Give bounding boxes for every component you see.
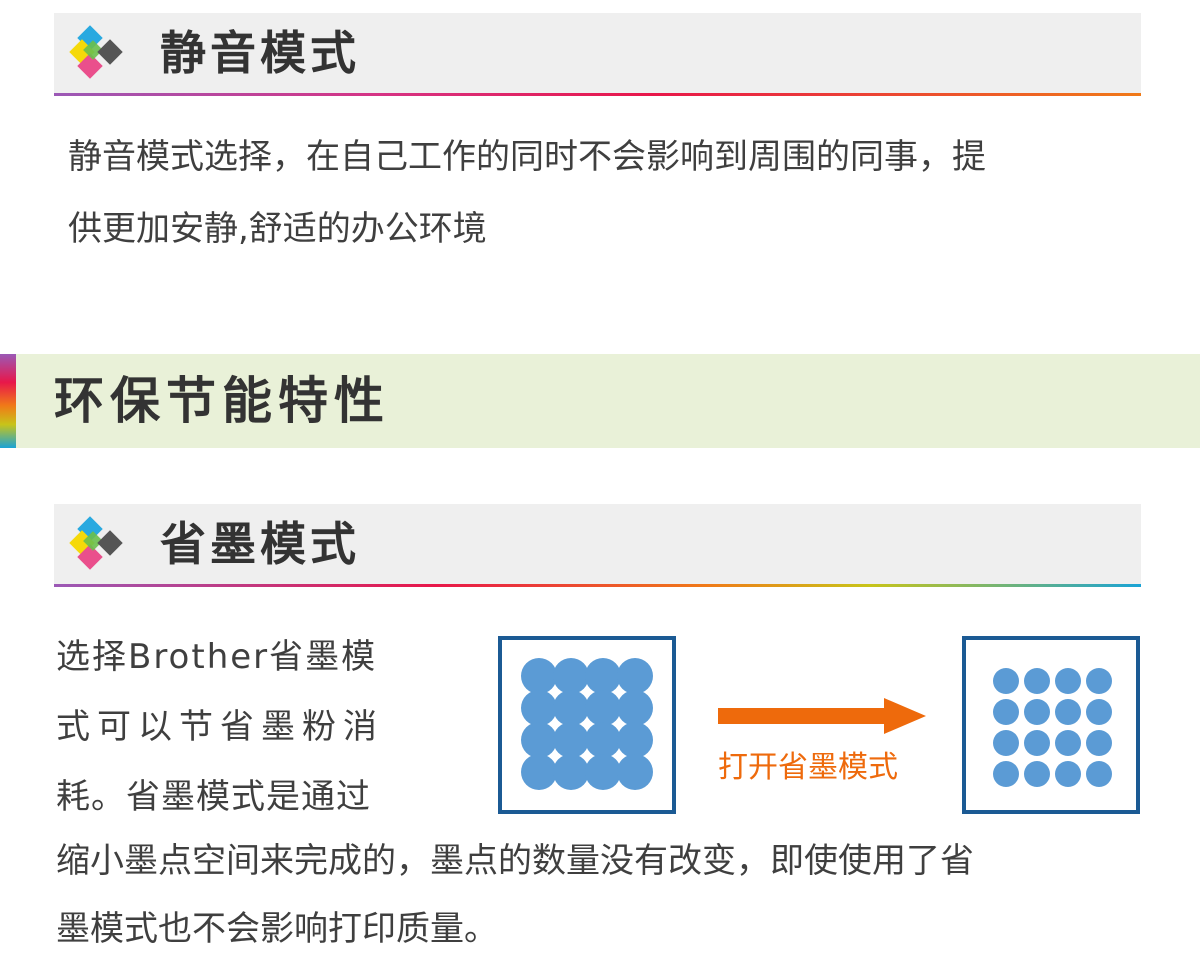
toner-save-header: 省墨模式 <box>54 504 1141 587</box>
color-diamond-logo-icon <box>69 25 123 79</box>
toner-side-line-1: 选择Brother省墨模 <box>56 637 378 677</box>
dot-grid-icon <box>521 658 653 790</box>
toner-save-title: 省墨模式 <box>160 517 360 571</box>
silent-mode-title: 静音模式 <box>160 26 360 80</box>
rainbow-stripe <box>0 354 16 448</box>
dot-grid-after <box>962 636 1140 814</box>
silent-mode-line-1: 静音模式选择，在自己工作的同时不会影响到周围的同事，提 <box>68 137 986 177</box>
gradient-underline <box>54 93 1141 96</box>
right-arrow-icon <box>718 698 926 734</box>
toner-line-2: 墨模式也不会影响打印质量。 <box>56 909 498 949</box>
color-diamond-logo-icon <box>69 516 123 570</box>
dot-grid-icon <box>993 668 1112 787</box>
toner-mode-arrow-label: 打开省墨模式 <box>718 750 898 785</box>
eco-features-band: 环保节能特性 <box>0 354 1200 448</box>
silent-mode-header: 静音模式 <box>54 13 1141 96</box>
eco-features-title: 环保节能特性 <box>54 372 390 430</box>
dot-grid-before <box>498 636 676 814</box>
toner-side-line-2: 式可以节省墨粉消 <box>56 707 384 747</box>
silent-mode-line-2: 供更加安静,舒适的办公环境 <box>68 209 487 249</box>
toner-line-1: 缩小墨点空间来完成的，墨点的数量没有改变，即使使用了省 <box>56 841 974 881</box>
toner-side-line-3: 耗。省墨模式是通过 <box>56 777 371 817</box>
gradient-underline <box>54 584 1141 587</box>
